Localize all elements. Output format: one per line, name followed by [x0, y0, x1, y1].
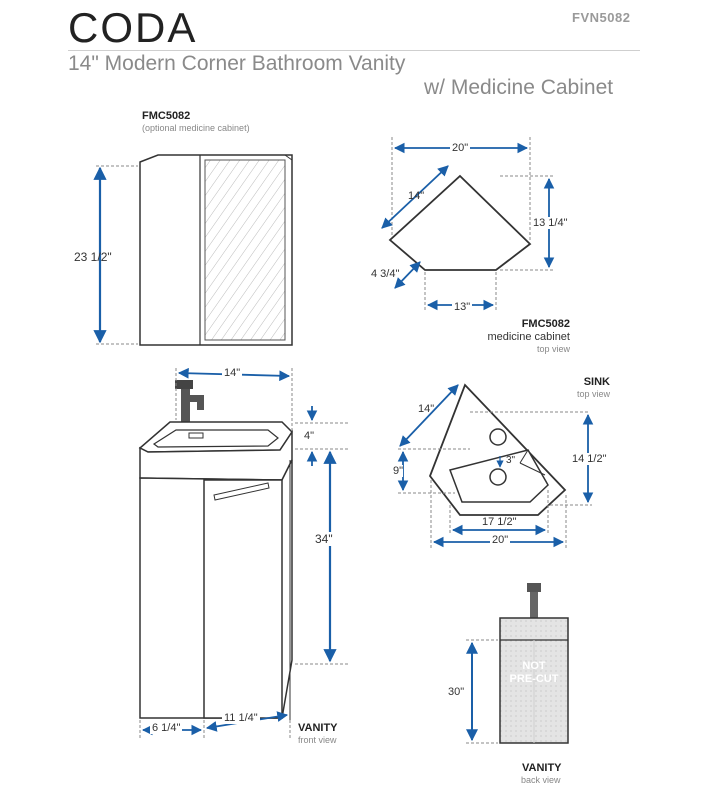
cabinet-top-width-label: 20"	[450, 142, 471, 154]
sink-bowl-depth-label: 9"	[393, 465, 404, 477]
vanity-width-label: 14"	[222, 367, 243, 379]
medicine-cabinet-top-view	[381, 137, 555, 312]
vanity-front-view	[138, 367, 348, 740]
not-precut-line-1: NOT	[522, 660, 546, 672]
not-precut-line-2: PRE-CUT	[509, 673, 559, 685]
cabinet-front-note: (optional medicine cabinet)	[142, 123, 250, 133]
vanity-counter-label: 4"	[304, 430, 315, 442]
header-divider	[68, 50, 640, 51]
sink-width-label: 20"	[490, 534, 511, 546]
cabinet-front-model: FMC5082	[142, 110, 191, 122]
brand-title: CODA	[68, 4, 198, 51]
vanity-side-left-label: 6 1/4"	[150, 722, 183, 734]
vanity-back-view-label: back view	[521, 775, 561, 785]
sink-bowl-width-label: 17 1/2"	[480, 516, 519, 528]
vanity-back-view	[466, 583, 569, 744]
vanity-height-label: 34"	[315, 532, 333, 546]
cabinet-top-side-label: 14"	[408, 190, 425, 202]
sink-depth-label: 14 1/2"	[572, 453, 607, 465]
cabinet-top-depth-label: 13 1/4"	[533, 217, 568, 229]
vanity-back-title: VANITY	[522, 762, 562, 774]
vanity-front-view-label: front view	[298, 735, 337, 745]
medicine-cabinet-front	[93, 154, 293, 346]
cabinet-top-model: FMC5082	[521, 318, 570, 330]
cabinet-top-front-label: 13"	[452, 301, 473, 313]
sink-top-view	[397, 383, 594, 548]
cabinet-top-corner-label: 4 3/4"	[371, 268, 400, 280]
subtitle-line-1: 14" Modern Corner Bathroom Vanity	[68, 52, 406, 75]
sink-drain-label: 3"	[506, 455, 516, 466]
vanity-front-title: VANITY	[298, 722, 338, 734]
cabinet-top-name: medicine cabinet	[487, 331, 570, 343]
vanity-side-right-label: 11 1/4"	[222, 712, 260, 724]
sink-title: SINK	[583, 376, 610, 388]
model-number: FVN5082	[572, 10, 631, 25]
not-precut-stamp: NOT PRE-CUT	[500, 660, 568, 686]
sink-view-label: top view	[576, 389, 610, 399]
cabinet-height-label: 23 1/2"	[74, 250, 112, 264]
cabinet-top-view-label: top view	[536, 344, 570, 354]
subtitle-line-2: w/ Medicine Cabinet	[424, 76, 614, 99]
sink-side-label: 14"	[418, 403, 435, 415]
vanity-back-height-label: 30"	[448, 686, 465, 698]
